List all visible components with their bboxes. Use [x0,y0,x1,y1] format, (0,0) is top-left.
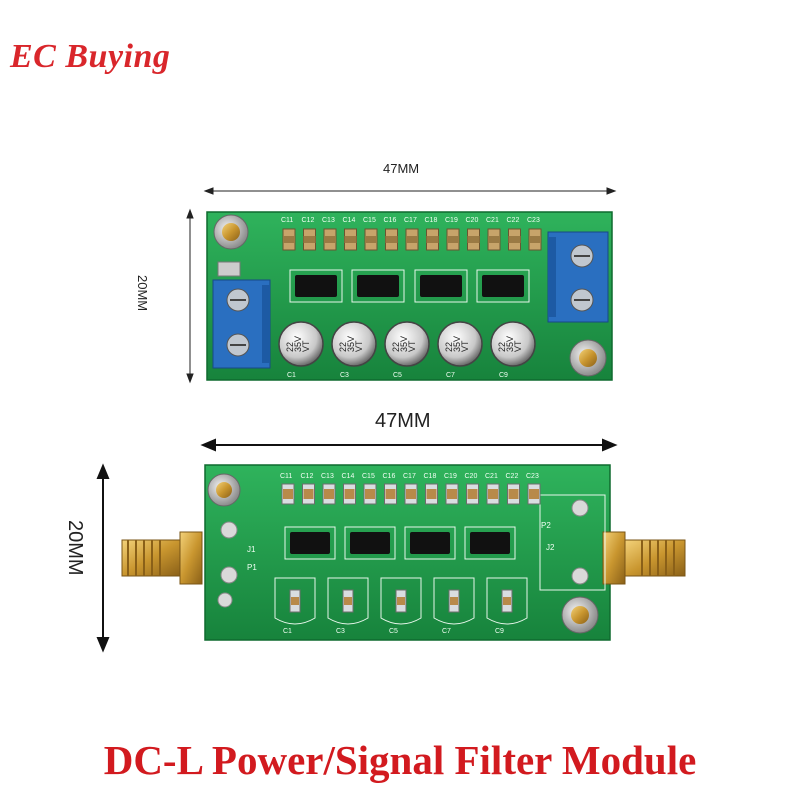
capacitor-label: C19 [444,473,457,480]
svg-text:22: 22 [338,342,348,352]
top-width-dimension [203,187,617,195]
top-width-label: 47MM [383,161,420,176]
svg-text:22: 22 [285,342,295,352]
component-outline [274,577,316,625]
svg-text:VT: VT [407,340,417,352]
inductor-row [290,532,510,554]
capacitor-labels: C11 C12 C13 C14 C15 C16 C17 C18 C19 C20 C21 C22 C23 [281,217,540,224]
capacitor-label: C22 [506,473,519,480]
capacitor-label: C9 [495,628,504,635]
svg-text:VT: VT [354,340,364,352]
svg-text:22: 22 [391,342,401,352]
component-outline [327,577,369,625]
bottom-height-label: 20MM [64,520,86,576]
capacitor-label: C14 [342,473,355,480]
port-label-j2: J2 [546,543,555,552]
capacitor-labels: C11 C12 C13 C14 C15 C16 C17 C18 C19 C20 C21 C22 C23 [280,473,539,480]
component-outline [486,577,528,625]
capacitor-label: C7 [442,628,451,635]
capacitor-label: C16 [383,473,396,480]
capacitor-label: C11 [280,473,292,480]
capacitor-label: C7 [446,372,455,379]
capacitor-label: C20 [466,217,479,224]
svg-text:VT: VT [301,340,311,352]
capacitor-label: C5 [393,372,402,379]
svg-text:VT: VT [513,340,523,352]
svg-text:22: 22 [444,342,454,352]
capacitor-label: C1 [287,372,296,379]
svg-text:35V: 35V [505,336,515,352]
screw-terminal-right [547,231,609,323]
electrolytic-capacitor [278,321,324,367]
screw-terminal-left [212,279,271,369]
capacitor-label: C18 [424,473,437,480]
electrolytic-capacitor [490,321,536,367]
electrolytic-capacitor [331,321,377,367]
capacitor-label: C17 [404,217,417,224]
top-height-label: 20MM [135,275,150,312]
bottom-width-label: 47MM [375,410,431,432]
capacitor-label: C22 [507,217,520,224]
capacitor-label: C18 [425,217,438,224]
svg-text:VT: VT [460,340,470,352]
capacitor-label: C3 [336,628,345,635]
capacitor-label: C1 [283,628,292,635]
capacitor-label: C17 [403,473,416,480]
port-label-p2: P2 [541,521,551,530]
port-label-j1: J1 [247,545,256,554]
capacitor-label: C16 [384,217,397,224]
component-outline [433,577,475,625]
capacitor-label: C15 [363,217,376,224]
top-height-dimension [186,208,194,384]
electrolytic-capacitor [437,321,483,367]
sma-connector-right [602,531,686,585]
capacitor-label: C13 [321,473,334,480]
bottom-width-dimension [200,438,618,452]
brand-logo-text: EC Buying [10,38,171,75]
capacitor-label: C23 [527,217,540,224]
capacitor-label: C12 [301,473,314,480]
capacitor-label: C23 [526,473,539,480]
svg-text:35V: 35V [293,336,303,352]
filter-capacitor-pads [274,577,528,625]
svg-text:22: 22 [497,342,507,352]
capacitor-label: C9 [499,372,508,379]
capacitor-label: C5 [389,628,398,635]
inductor-row [295,275,524,297]
capacitor-label: C3 [340,372,349,379]
svg-text:35V: 35V [452,336,462,352]
capacitor-label: C14 [343,217,356,224]
sma-connector-left [121,531,203,585]
port-label-p1: P1 [247,563,257,572]
capacitor-label: C21 [486,217,499,224]
capacitor-label: C11 [281,217,293,224]
capacitor-label: C20 [465,473,478,480]
smd-capacitor-row [281,483,541,505]
electrolytic-capacitor [384,321,430,367]
capacitor-label: C19 [445,217,458,224]
capacitor-label: C12 [302,217,315,224]
component-outline [380,577,422,625]
bottom-height-dimension [96,463,110,653]
product-caption: DC-L Power/Signal Filter Module [103,737,697,783]
svg-text:35V: 35V [399,336,409,352]
capacitor-label: C21 [485,473,498,480]
svg-text:35V: 35V [346,336,356,352]
capacitor-label: C15 [362,473,375,480]
smd-capacitor-row [282,228,542,251]
capacitor-label: C13 [322,217,335,224]
